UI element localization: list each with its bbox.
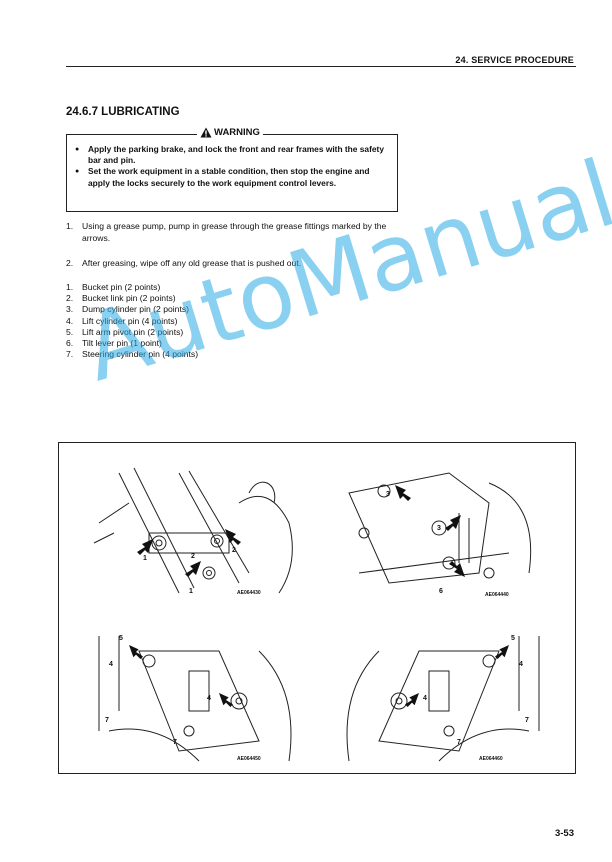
list-item: 3. Dump cylinder pin (2 points): [66, 304, 198, 315]
grease-arrow-icon: [185, 561, 201, 577]
grease-arrow-icon: [445, 515, 461, 531]
list-item: 1. Bucket pin (2 points): [66, 282, 198, 293]
grease-arrow-icon: [225, 529, 241, 545]
header-rule: [66, 66, 576, 67]
figure-lift-arm-left: 5 4 4 7 7: [89, 631, 309, 771]
item-text: Bucket pin (2 points): [82, 282, 161, 292]
lift-arm-left-illustration: [98, 636, 292, 762]
warning-title: WARNING: [214, 127, 260, 138]
callout-label: 3: [386, 491, 390, 498]
figure-frame: 1 2 2 1 AE064430 3 3 6 AE064440: [58, 442, 576, 774]
step-text: After greasing, wipe off any old grease …: [82, 258, 302, 268]
item-text: Dump cylinder pin (2 points): [82, 304, 189, 315]
callout-label: 5: [511, 635, 515, 642]
callout-label: 4: [207, 695, 211, 702]
callout-label: 1: [143, 555, 147, 562]
warning-list: Apply the parking brake, and lock the fr…: [75, 144, 391, 189]
item-number: 7.: [66, 349, 74, 360]
grease-arrow-icon: [395, 485, 411, 501]
figure-code: AE064450: [237, 756, 261, 762]
step-text: Using a grease pump, pump in grease thro…: [82, 221, 387, 243]
item-text: Bucket link pin (2 points): [82, 293, 176, 304]
warning-triangle-icon: [200, 127, 212, 138]
lift-arm-right-illustration: [346, 636, 540, 762]
warning-item: Set the work equipment in a stable condi…: [75, 166, 391, 188]
list-item: 7. Steering cylinder pin (4 points): [66, 349, 198, 360]
figure-lift-arm-right: 5 4 4 7 7: [329, 631, 549, 771]
list-item: 4. Lift cylinder pin (4 points): [66, 316, 198, 327]
grease-arrow-icon: [449, 561, 465, 577]
item-number: 6.: [66, 338, 74, 349]
callout-label: 7: [525, 717, 529, 724]
list-item: 2. Bucket link pin (2 points): [66, 293, 198, 304]
callout-label: 2: [232, 547, 236, 554]
callout-label: 7: [105, 717, 109, 724]
figure-code: AE064440: [485, 592, 509, 598]
item-number: 2.: [66, 293, 74, 304]
item-text: Steering cylinder pin (4 points): [82, 349, 199, 360]
callout-label: 1: [189, 588, 193, 595]
figure-code: AE064460: [479, 756, 503, 762]
item-number: 5.: [66, 326, 74, 337]
section-title: 24.6.7 LUBRICATING: [66, 106, 180, 118]
item-number: 4.: [66, 315, 74, 326]
callout-label: 4: [423, 695, 427, 702]
item-text: Tilt lever pin (1 point): [82, 338, 162, 349]
list-item: 6. Tilt lever pin (1 point): [66, 338, 198, 349]
warning-heading: WARNING: [197, 127, 263, 138]
running-header: 24. SERVICE PROCEDURE: [455, 55, 574, 65]
grease-arrow-icon: [137, 539, 153, 555]
callout-label: 4: [109, 661, 113, 668]
figure-code: AE064430: [237, 590, 261, 596]
tilt-lever-illustration: [348, 472, 532, 584]
page-number: 3-53: [554, 828, 574, 839]
item-number: 1.: [66, 282, 74, 292]
callout-label: 7: [173, 739, 177, 746]
grease-arrow-icon: [495, 645, 509, 659]
callout-label: 7: [457, 739, 461, 746]
warning-item: Apply the parking brake, and lock the fr…: [75, 144, 391, 166]
callout-label: 5: [119, 635, 123, 642]
grease-arrow-icon: [129, 645, 143, 659]
warning-box: WARNING Apply the parking brake, and loc…: [66, 127, 398, 212]
bucket-linkage-illustration: [93, 467, 293, 594]
step-number: 1.: [66, 221, 74, 231]
callout-label: 4: [519, 661, 523, 668]
grease-arrow-icon: [219, 693, 233, 707]
step-number: 2.: [66, 258, 74, 268]
lubrication-points-list: 1. Bucket pin (2 points) 2. Bucket link pi…: [66, 282, 198, 360]
item-text: Lift cylinder pin (4 points): [82, 315, 178, 326]
figure-bucket-pins: 1 2 2 1: [89, 463, 309, 603]
callout-label: 6: [439, 588, 443, 595]
figure-dump-cylinder-pins: 3 3 6: [329, 463, 549, 603]
item-text: Lift arm pivot pin (2 points): [82, 326, 184, 337]
item-number: 3.: [66, 304, 74, 315]
list-item: 5. Lift arm pivot pin (2 points): [66, 327, 198, 338]
grease-arrow-icon: [405, 693, 419, 707]
callout-label: 3: [437, 525, 441, 532]
callout-label: 2: [191, 553, 195, 560]
